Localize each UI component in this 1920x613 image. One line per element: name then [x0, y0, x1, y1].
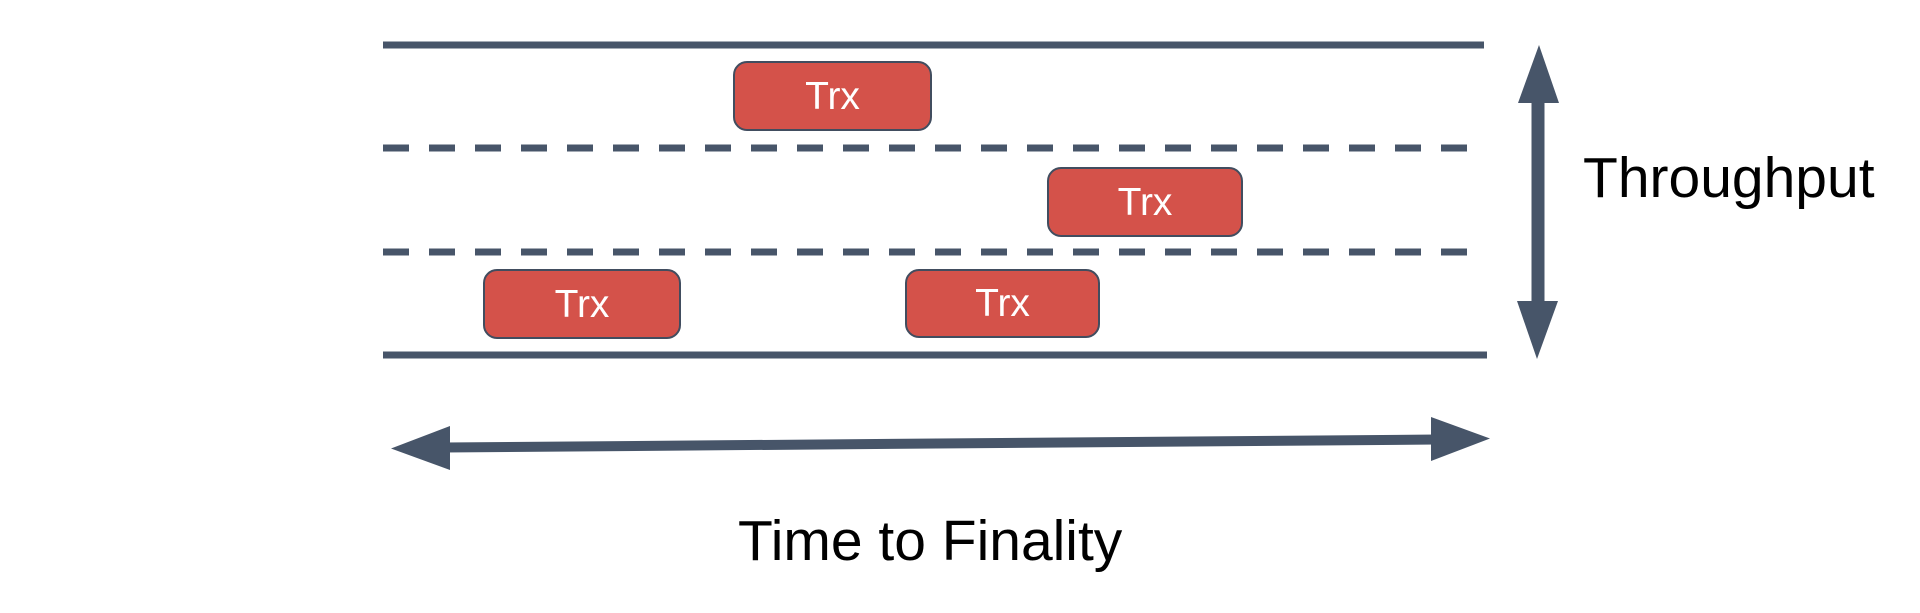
time-to-finality-arrow-left-head-icon: [391, 426, 450, 470]
trx-box-middle-lane: Trx: [1047, 167, 1243, 237]
time-to-finality-label: Time to Finality: [738, 509, 1123, 573]
trx-box-bottom-lane-right: Trx: [905, 269, 1100, 338]
throughput-label: Throughput: [1583, 146, 1875, 210]
throughput-arrow-up-head-icon: [1518, 45, 1559, 103]
trx-box-bottom-lane-left: Trx: [483, 269, 681, 339]
trx-label: Trx: [805, 74, 860, 118]
trx-box-top-lane: Trx: [733, 61, 932, 131]
trx-label: Trx: [975, 282, 1030, 325]
time-to-finality-arrow-icon: [391, 417, 1490, 470]
time-to-finality-arrow-right-head-icon: [1431, 417, 1490, 461]
trx-label: Trx: [1117, 180, 1173, 224]
throughput-arrow-down-head-icon: [1517, 301, 1558, 359]
trx-label: Trx: [554, 282, 610, 326]
throughput-arrow-icon: [1517, 45, 1559, 359]
time-to-finality-arrow-shaft: [443, 434, 1438, 453]
